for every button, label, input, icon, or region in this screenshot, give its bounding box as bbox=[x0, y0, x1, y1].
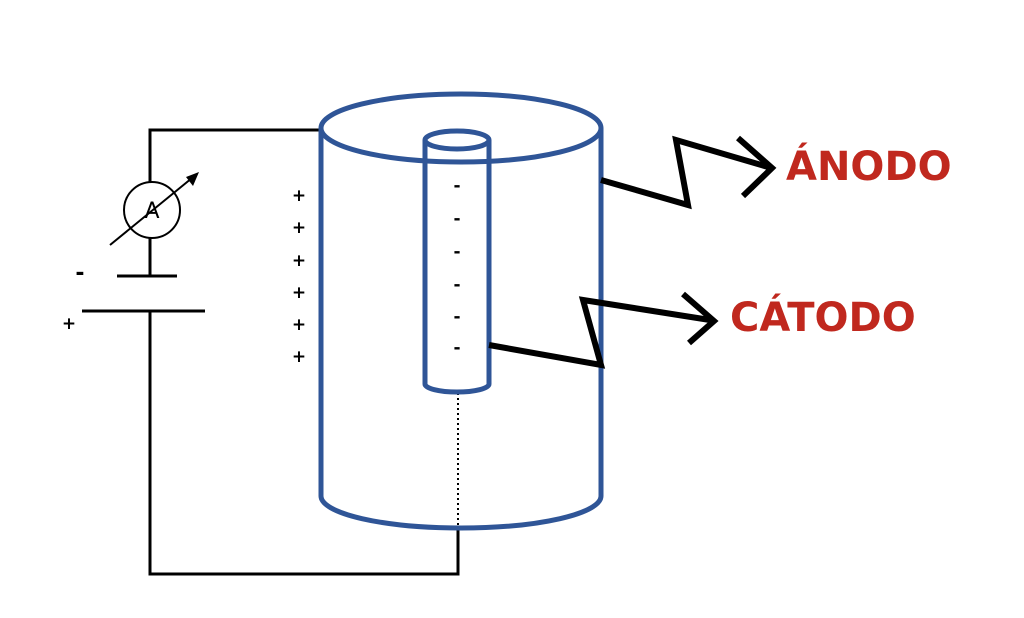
minus-charge: - bbox=[453, 209, 460, 229]
inner-charges: - - - - - - bbox=[453, 176, 460, 358]
outer-cylinder bbox=[318, 91, 604, 531]
anode-pointer bbox=[600, 135, 777, 210]
outer-cylinder-top-rim bbox=[318, 91, 604, 165]
circuit-wires bbox=[82, 128, 460, 576]
battery-positive-sign: + bbox=[62, 314, 76, 334]
battery-negative-sign: - bbox=[75, 261, 84, 286]
minus-charge: - bbox=[453, 338, 460, 358]
plus-charge: + bbox=[292, 347, 306, 367]
top-wire bbox=[148, 128, 321, 188]
ammeter: A bbox=[109, 172, 199, 246]
cathode-zigzag-line bbox=[488, 296, 711, 369]
plus-charge: + bbox=[292, 315, 306, 335]
minus-charge: - bbox=[453, 275, 460, 295]
minus-charge: - bbox=[453, 307, 460, 327]
inner-rod bbox=[422, 128, 492, 395]
anode-label: ÁNODO bbox=[786, 142, 952, 190]
cathode-arrowhead-icon bbox=[681, 291, 719, 346]
plus-charge: + bbox=[292, 251, 306, 271]
anode-zigzag-line bbox=[600, 135, 769, 210]
inner-rod-body bbox=[422, 140, 492, 395]
inner-rod-top bbox=[422, 128, 492, 152]
plus-charge: + bbox=[292, 186, 306, 206]
minus-charge: - bbox=[453, 242, 460, 262]
cathode-label: CÁTODO bbox=[730, 293, 916, 341]
bottom-wire bbox=[148, 311, 460, 576]
outer-charges: + + + + + + bbox=[292, 186, 306, 367]
plus-charge: + bbox=[292, 218, 306, 238]
minus-charge: - bbox=[453, 176, 460, 196]
ammeter-letter: A bbox=[144, 199, 159, 224]
plus-charge: + bbox=[292, 283, 306, 303]
ammeter-needle bbox=[109, 177, 193, 246]
cathode-pointer bbox=[488, 291, 719, 369]
ammeter-arrowhead-icon bbox=[186, 172, 199, 186]
outer-cylinder-bottom-rim bbox=[318, 495, 604, 531]
anode-arrowhead-icon bbox=[736, 135, 777, 199]
